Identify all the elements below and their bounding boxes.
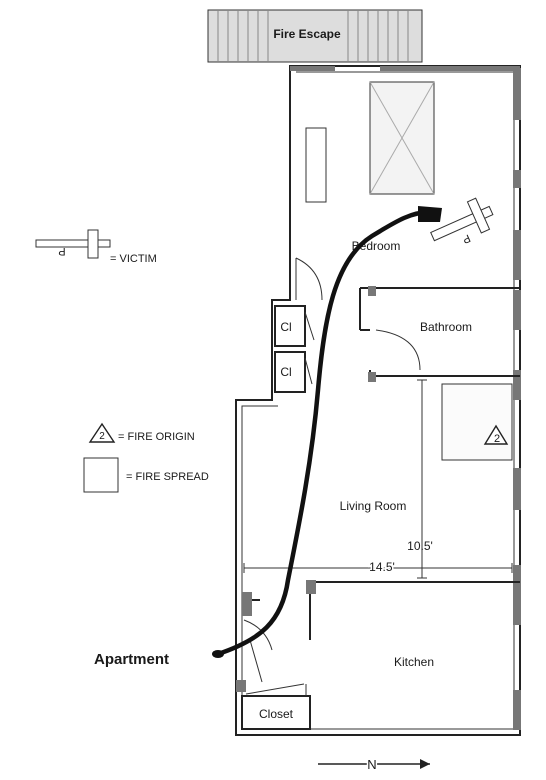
legend-fire-origin: 2 = FIRE ORIGIN	[88, 422, 195, 443]
victim-marker-room-letter: P	[460, 232, 472, 246]
bathroom-label: Bathroom	[420, 320, 472, 334]
apartment-label: Apartment	[94, 651, 169, 668]
north-arrow: N	[318, 756, 430, 774]
fire-path-arrowhead	[418, 206, 442, 222]
living-room-label: Living Room	[340, 499, 407, 513]
dimension-height-label: 10.5'	[407, 539, 433, 553]
fire-escape-label: Fire Escape	[273, 27, 341, 41]
legend-victim: P = VICTIM	[35, 229, 157, 265]
living-room-furniture	[441, 383, 513, 461]
fire-path	[215, 209, 433, 657]
closet-1: Cl	[274, 305, 306, 347]
dimension-height: 10.5'	[407, 379, 433, 579]
legend-victim-letter: P	[58, 245, 65, 257]
fire-path-start	[212, 650, 224, 658]
dimension-width: 14.5'	[243, 559, 513, 576]
dimension-width-label: 14.5'	[369, 560, 395, 574]
victim-marker-room: P	[430, 197, 494, 246]
north-arrowhead-icon	[420, 759, 430, 769]
closet-2: Cl	[274, 351, 306, 393]
fire-origin-marker-room: 2	[483, 424, 509, 445]
dresser	[305, 127, 327, 203]
legend-victim-label: = VICTIM	[110, 253, 157, 265]
legend-fire-origin-label: = FIRE ORIGIN	[118, 431, 195, 443]
fire-spread-icon	[83, 457, 119, 493]
legend-fire-origin-number: 2	[99, 431, 105, 442]
legend-fire-spread-label: = FIRE SPREAD	[126, 471, 209, 483]
kitchen-label: Kitchen	[394, 655, 434, 669]
bedroom-door	[295, 257, 323, 301]
closet-1-label: Cl	[280, 320, 291, 334]
fire-escape: Fire Escape	[207, 9, 423, 63]
closet-2-label: Cl	[280, 365, 291, 379]
entry-closet-label: Closet	[259, 707, 294, 721]
legend-fire-spread: = FIRE SPREAD	[83, 457, 209, 493]
entry-closet: Closet	[241, 695, 311, 730]
fire-origin-icon	[88, 422, 116, 443]
bed	[369, 81, 435, 195]
fire-origin-number-room: 2	[494, 433, 500, 445]
north-arrow-letter: N	[367, 757, 376, 772]
bathroom-door	[375, 329, 421, 371]
